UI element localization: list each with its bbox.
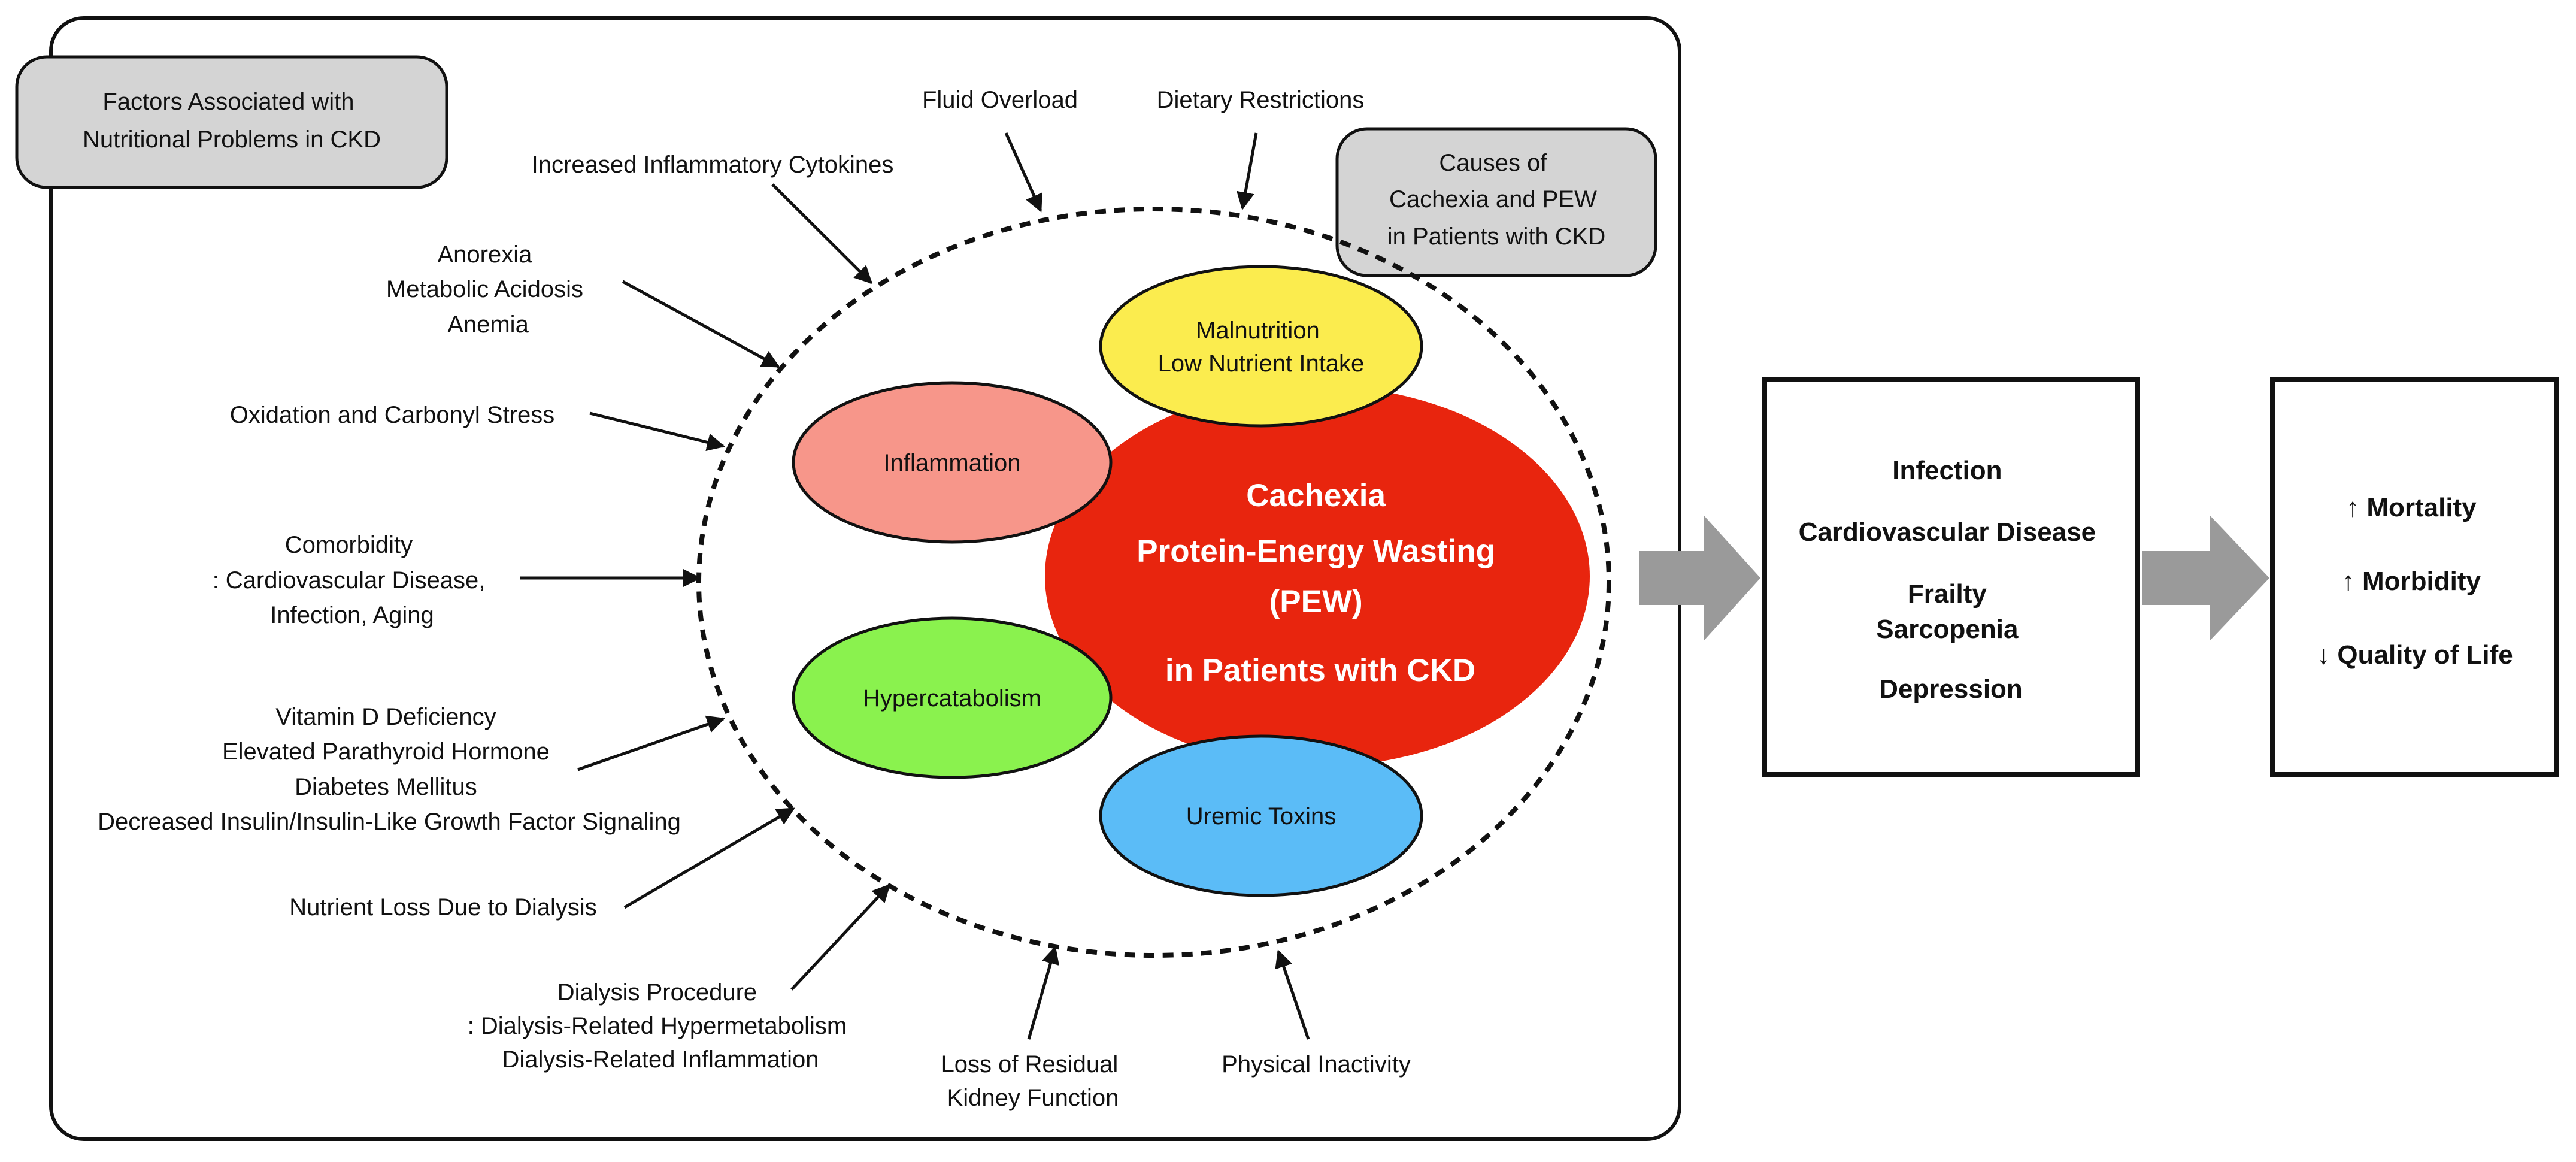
residual-kidney-arrow: [1027, 946, 1059, 1040]
oxidation-label: Oxidation and Carbonyl Stress: [230, 402, 555, 428]
header-left-box: [15, 55, 448, 189]
inflammation-label: Inflammation: [884, 450, 1021, 476]
fluid-overload-label: Fluid Overload: [922, 87, 1078, 113]
gray-arrow-1: [1639, 515, 1760, 641]
physical-inactivity-label: Physical Inactivity: [1222, 1051, 1411, 1078]
hypercatabolism-label: Hypercatabolism: [863, 685, 1041, 712]
header-right-text: Causes of Cachexia and PEW in Patients w…: [1387, 150, 1606, 250]
dietary-restrictions-arrow: [1237, 132, 1258, 210]
nutrient-loss-label: Nutrient Loss Due to Dialysis: [289, 894, 597, 921]
header-right-box: [1335, 127, 1657, 277]
cytokines-arrow: [771, 183, 873, 285]
header-left-text: Factors Associated with Nutritional Prob…: [83, 89, 381, 153]
malnutrition-ellipse: [1099, 265, 1423, 428]
physical-inactivity-arrow: [1275, 949, 1310, 1040]
uremic-toxins-label: Uremic Toxins: [1186, 803, 1336, 830]
gray-arrow-2: [2142, 515, 2269, 641]
outcomes-box: [1762, 377, 2140, 777]
malnutrition-label: Malnutrition Low Nutrient Intake: [1158, 317, 1365, 377]
center-ellipse: [1045, 386, 1590, 767]
dietary-restrictions-label: Dietary Restrictions: [1157, 87, 1365, 113]
results-box: [2270, 377, 2559, 777]
vitamin-d-label: Vitamin D Deficiency Elevated Parathyroi…: [98, 704, 681, 835]
fluid-overload-arrow: [1004, 132, 1042, 213]
oxidation-arrow: [589, 411, 725, 452]
hypercatabolism-ellipse: [792, 616, 1113, 779]
vitamin-d-arrow: [577, 715, 725, 771]
comorbidity-label: Comorbidity : Cardiovascular Disease, In…: [213, 532, 492, 628]
center-text: Cachexia Protein-Energy Wasting (PEW) in…: [1137, 478, 1504, 688]
inflammation-ellipse: [792, 381, 1113, 544]
anorexia-arrow: [622, 280, 780, 368]
residual-kidney-label: Loss of Residual Kidney Function: [941, 1051, 1125, 1111]
outcomes-text: Infection Cardiovascular Disease Frailty…: [1799, 456, 2104, 704]
dialysis-procedure-label: Dialysis Procedure : Dialysis-Related Hy…: [468, 979, 854, 1073]
anorexia-label: Anorexia Metabolic Acidosis Anemia: [386, 241, 590, 338]
results-text: ↑ Mortality ↑ Morbidity ↓ Quality of Lif…: [2317, 493, 2513, 670]
dialysis-procedure-arrow: [790, 883, 891, 991]
uremic-toxins-ellipse: [1099, 734, 1423, 897]
nutrient-loss-arrow: [623, 807, 795, 909]
cytokines-label: Increased Inflammatory Cytokines: [532, 152, 894, 178]
